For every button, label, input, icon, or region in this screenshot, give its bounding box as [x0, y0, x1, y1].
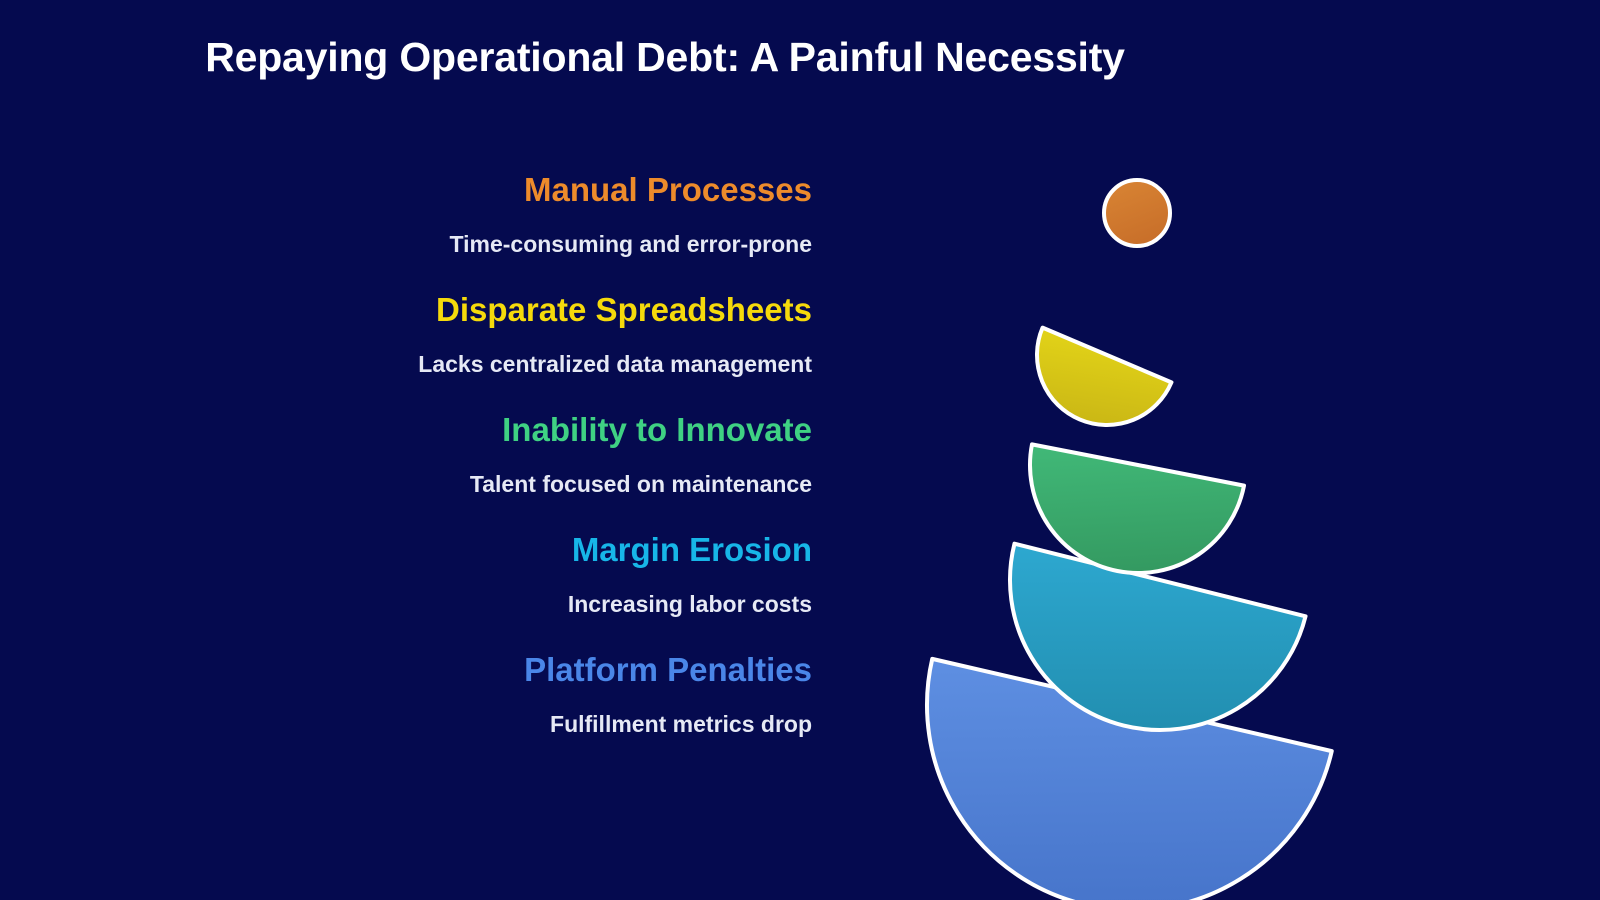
item-subtitle-manual-processes: Time-consuming and error-prone: [449, 231, 812, 257]
list-item: Margin Erosion Increasing labor costs: [0, 528, 812, 620]
item-heading-platform-penalties: Platform Penalties: [524, 651, 812, 688]
item-subtitle-disparate-spreadsheets: Lacks centralized data management: [418, 351, 812, 377]
inability-to-innovate-shape: [1028, 442, 1247, 575]
item-heading-inability-to-innovate: Inability to Innovate: [502, 411, 812, 448]
items-list: Manual Processes Time-consuming and erro…: [0, 168, 828, 740]
platform-penalties-shape: [925, 656, 1334, 900]
item-heading-disparate-spreadsheets: Disparate Spreadsheets: [435, 291, 812, 328]
list-item: Platform Penalties Fulfillment metrics d…: [0, 648, 812, 740]
page-title: Repaying Operational Debt: A Painful Nec…: [205, 34, 1125, 80]
list-item: Inability to Innovate Talent focused on …: [0, 408, 812, 500]
item-heading-manual-processes: Manual Processes: [524, 171, 812, 208]
stacked-half-disc-graphic: [860, 150, 1380, 900]
item-heading-margin-erosion: Margin Erosion: [571, 531, 812, 568]
disparate-spreadsheets-shape: [1035, 325, 1174, 427]
item-subtitle-platform-penalties: Fulfillment metrics drop: [550, 711, 812, 737]
list-item: Manual Processes Time-consuming and erro…: [0, 168, 812, 260]
margin-erosion-shape: [1008, 541, 1308, 732]
item-subtitle-margin-erosion: Increasing labor costs: [567, 591, 812, 617]
item-subtitle-inability-to-innovate: Talent focused on maintenance: [469, 471, 812, 497]
manual-processes-shape: [1102, 178, 1172, 248]
list-item: Disparate Spreadsheets Lacks centralized…: [0, 288, 812, 380]
